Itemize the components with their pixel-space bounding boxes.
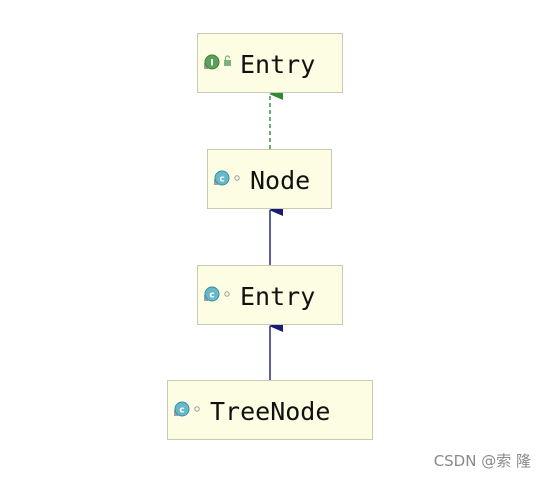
class-icon: c bbox=[204, 286, 230, 302]
interface-icon: I bbox=[202, 52, 238, 76]
svg-text:c: c bbox=[219, 175, 224, 185]
class-icon: c bbox=[174, 401, 200, 417]
node-node-class[interactable]: c Node bbox=[207, 149, 332, 209]
svg-text:c: c bbox=[179, 406, 184, 416]
node-treenode-class[interactable]: c TreeNode bbox=[167, 380, 373, 440]
class-icon: c bbox=[212, 168, 248, 192]
interface-icon: I bbox=[204, 54, 231, 70]
node-entry-class[interactable]: c Entry bbox=[197, 265, 343, 325]
svg-text:I: I bbox=[210, 59, 213, 69]
package-visibility-icon bbox=[234, 175, 240, 181]
node-label: Node bbox=[250, 166, 311, 195]
node-label: Entry bbox=[240, 50, 316, 79]
node-label: Entry bbox=[240, 282, 316, 311]
node-entry-interface[interactable]: I Entry bbox=[197, 33, 343, 93]
package-visibility-icon bbox=[194, 406, 200, 412]
watermark: CSDN @索 隆 bbox=[433, 452, 531, 470]
public-visibility-icon bbox=[224, 55, 231, 66]
class-icon: c bbox=[214, 170, 240, 186]
package-visibility-icon bbox=[224, 291, 230, 297]
class-icon: c bbox=[202, 284, 238, 308]
node-label: TreeNode bbox=[210, 397, 331, 426]
class-icon: c bbox=[172, 399, 208, 423]
svg-text:c: c bbox=[209, 291, 214, 301]
